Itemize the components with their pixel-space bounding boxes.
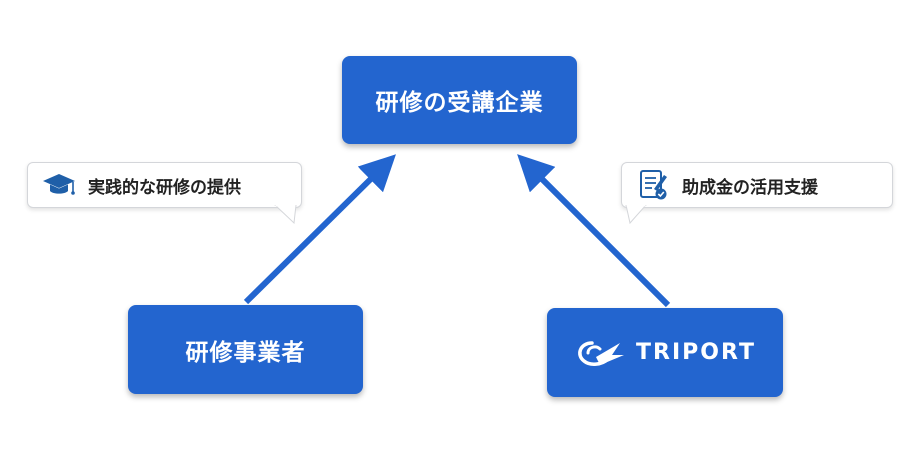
bubble-practical-training: 実践的な研修の提供 <box>27 162 302 208</box>
document-check-icon <box>634 170 672 200</box>
node-training-provider: 研修事業者 <box>128 305 363 394</box>
node-training-company: 研修の受講企業 <box>342 56 577 144</box>
node-triport: TRIPORT <box>547 308 783 397</box>
arrow-left-to-top <box>243 154 396 305</box>
bubble-practical-training-text: 実践的な研修の提供 <box>88 177 241 198</box>
bubble-subsidy-support-text: 助成金の活用支援 <box>682 177 818 198</box>
arrow-right-to-top <box>517 154 671 308</box>
graduation-cap-icon <box>40 170 78 200</box>
bubble-subsidy-support: 助成金の活用支援 <box>621 162 893 208</box>
node-training-company-label: 研修の受講企業 <box>375 90 544 116</box>
triport-logo: TRIPORT <box>574 335 756 371</box>
node-training-provider-label: 研修事業者 <box>185 339 306 366</box>
triport-logo-icon <box>578 340 625 366</box>
triport-logo-text: TRIPORT <box>636 340 756 365</box>
bubble-left-tail <box>274 205 297 225</box>
bubble-right-tail <box>625 205 647 225</box>
